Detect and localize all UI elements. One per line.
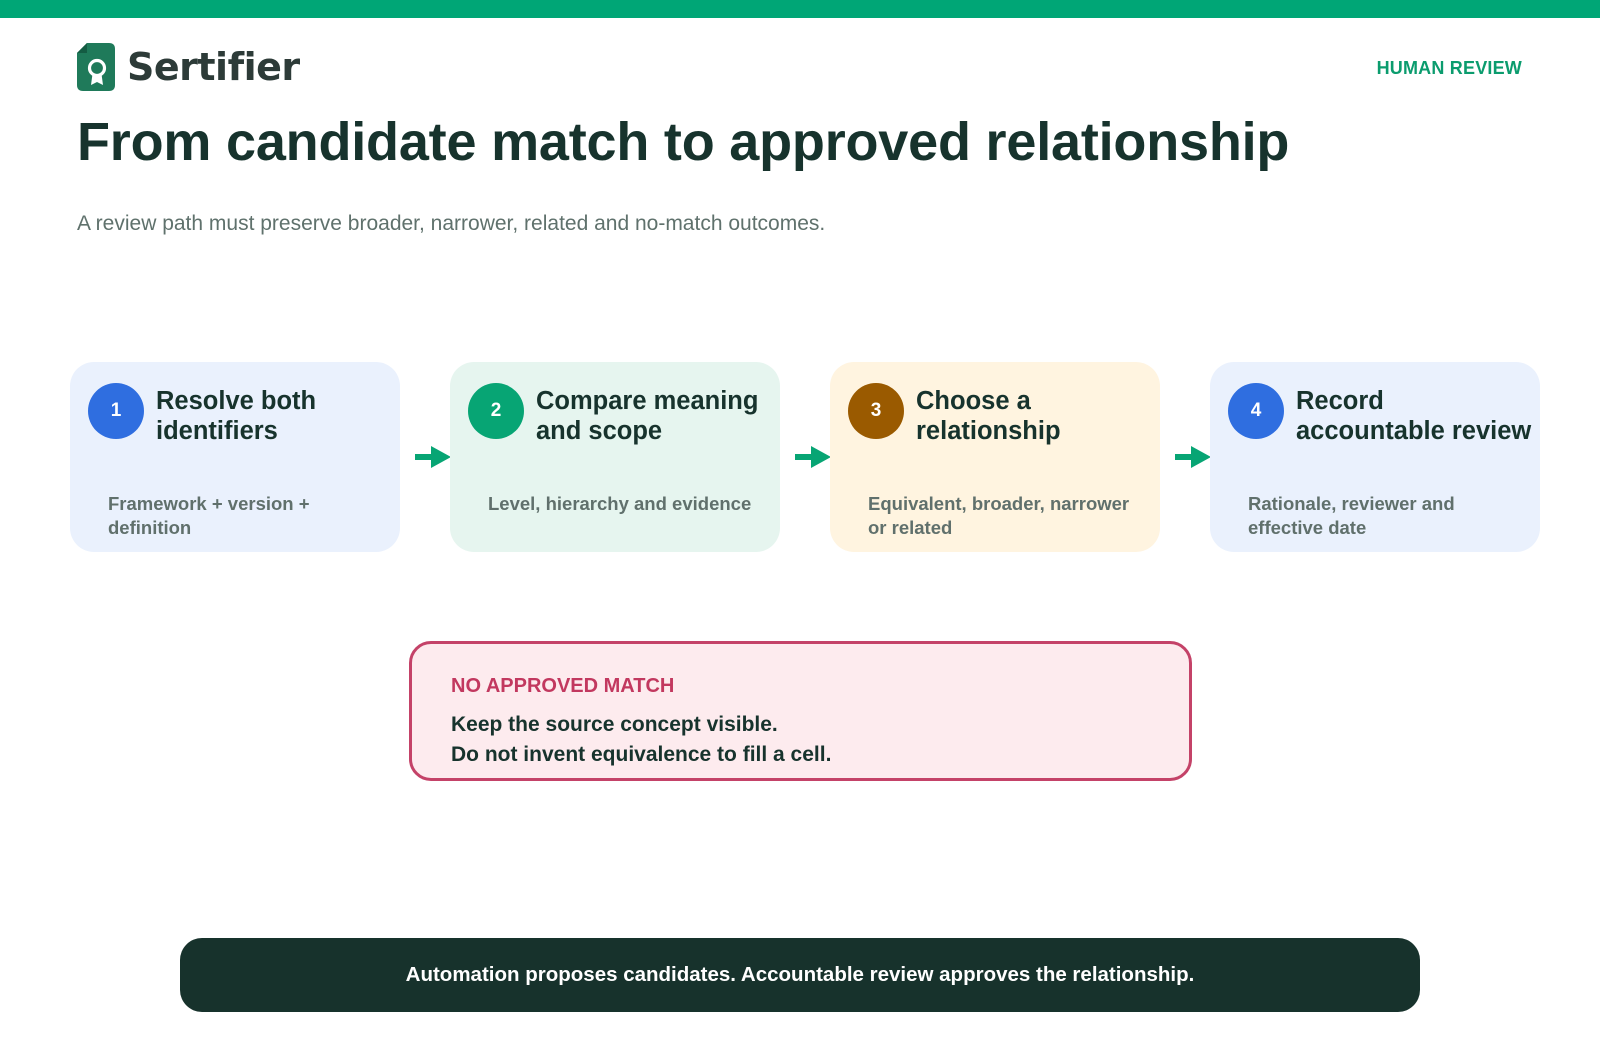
callout-line: Keep the source concept visible. [451,713,778,736]
step-number-badge: 3 [848,383,904,439]
arrow-right-icon [795,446,831,468]
step-title: Resolve both identifiers [156,387,317,445]
step-card-choose: 3 Choose a relationship Equivalent, broa… [830,362,1160,552]
eyebrow-label: HUMAN REVIEW [1376,58,1522,78]
page-title: From candidate match to approved relatio… [77,112,1290,172]
footer-banner: Automation proposes candidates. Accounta… [180,938,1420,1012]
page-subtitle: A review path must preserve broader, nar… [77,212,826,235]
no-match-callout: NO APPROVED MATCH Keep the source concep… [409,641,1192,781]
step-description: Rationale, reviewer and effective date [1248,493,1455,538]
arrow-right-icon [1175,446,1211,468]
step-number-badge: 2 [468,383,524,439]
step-card-compare: 2 Compare meaning and scope Level, hiera… [450,362,780,552]
certificate-icon [77,43,115,91]
step-title: Compare meaning and scope [536,387,759,445]
arrow-right-icon [415,446,451,468]
step-title: Choose a relationship [916,387,1061,445]
step-number-badge: 4 [1228,383,1284,439]
step-card-resolve: 1 Resolve both identifiers Framework + v… [70,362,400,552]
callout-title: NO APPROVED MATCH [451,675,675,697]
step-number-badge: 1 [88,383,144,439]
step-description: Equivalent, broader, narrower or related [868,493,1130,538]
step-description: Framework + version + definition [108,493,310,538]
step-title: Record accountable review [1296,387,1532,445]
step-description: Level, hierarchy and evidence [488,493,752,514]
step-card-record: 4 Record accountable review Rationale, r… [1210,362,1540,552]
brand-logo: Sertifier [77,43,300,91]
callout-line: Do not invent equivalence to fill a cell… [451,743,832,766]
top-accent-bar [0,0,1600,18]
brand-name: Sertifier [127,45,300,89]
